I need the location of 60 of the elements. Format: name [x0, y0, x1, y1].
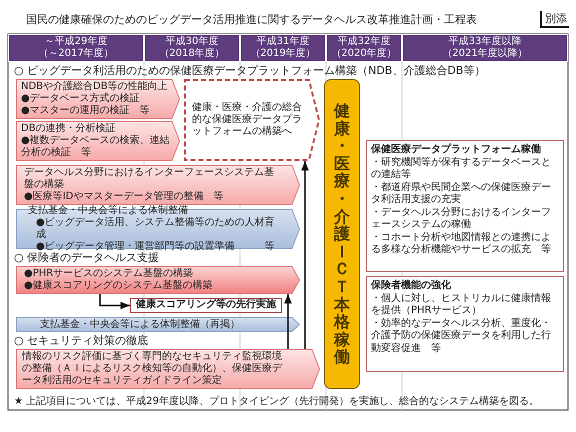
year-text: 平成30年度 — [164, 36, 220, 48]
diagram-title: 国民の健康確保のためのビッグデータ活用推進に関するデータヘルス改革推進計画・工程表 — [26, 12, 477, 27]
year-text: 平成33年度以降 — [448, 36, 522, 48]
footnote-text: ★ 上記項目については、平成29年度以降、プロトタイピング（先行開発）を実施し、総合的なシステム構築を図る。 — [14, 394, 539, 408]
year-header-cell — [402, 34, 568, 62]
heading-text: 保険者機能の強化 — [371, 280, 452, 292]
body-text: 健康・医療・介護の総合的な保健医療データプラットフォームの構築へ — [192, 102, 303, 138]
bullet-text: ・コホート分析や地図情報との連携による多様な分析機能やサービスの拡充 等 — [371, 232, 552, 256]
year-subtext: （2018年度） — [158, 48, 226, 60]
task-arrow-band — [16, 121, 180, 161]
section-heading: ○ ビッグデータ利活用のための保健医療データプラットフォーム構築（NDB、介護総合DB等） — [14, 63, 486, 78]
outcome-box — [366, 276, 564, 372]
year-subtext: （～2017年度） — [37, 48, 115, 60]
task-arrow-band — [16, 266, 300, 294]
year-subtext: （2019年度） — [249, 48, 317, 60]
bullet-text: ・個人に対し、ヒストリカルに健康情報を提供（PHRサービス） — [371, 292, 552, 318]
heading-text: データヘルス分野におけるインターフェースシステム基盤の構築 — [24, 167, 275, 190]
year-header-cell — [8, 34, 144, 62]
bullet-text: ・研究機関等が保有するデータベースとの連結等 — [371, 156, 552, 182]
organization-arrow-band — [16, 317, 300, 332]
milestone-box — [130, 298, 282, 313]
year-text: ～平成29年度 — [44, 36, 108, 48]
task-arrow-band — [16, 165, 300, 205]
task-arrow-band — [16, 349, 320, 389]
arrow — [301, 161, 309, 349]
vertical-heading: 健康・医療・介護ＩＣＴ本格稼働 — [334, 102, 350, 366]
bullet-text: ●複数データベースの検索、連結分析の検証 等 — [21, 135, 170, 159]
year-header-cell — [144, 34, 240, 62]
body-text: 健康スコアリング等の先行実施 — [134, 299, 277, 311]
bullet-text: ・データヘルス分野におけるインターフェースシステムの稼働 — [371, 206, 552, 232]
section-heading: ○ 保険者のデータヘルス支援 — [14, 250, 160, 265]
arrow — [99, 294, 130, 310]
year-subtext: （2021年度以降） — [441, 48, 529, 60]
bullet-text: ・都道府県や民間企業への保健医療データ利活用支援の充実 — [371, 182, 552, 206]
bullet-text: ●ビッグデータ管理・運営部門等の設置準備 等 — [35, 241, 276, 252]
bullet-text: ・効率的なデータヘルス分析、重度化・介護予防の保健医療データを利用した行動変容促進 等 — [371, 318, 552, 355]
operation-pillar — [324, 79, 360, 389]
heading-text: ●PHRサービスのシステム基盤の構築 — [24, 268, 194, 280]
outcome-box — [366, 140, 564, 272]
goal-dashed-hexagon — [184, 79, 320, 161]
heading-text: 保健医療データプラットフォーム稼働 — [371, 144, 542, 156]
arrow — [284, 294, 292, 349]
year-header-cell — [326, 34, 402, 62]
heading-text: NDBや介護総合DB等の性能向上 — [21, 81, 169, 92]
year-subtext: （2020年度） — [330, 48, 398, 60]
body-text: 情報のリスク評価に基づく専門的なセキュリティ監視環境の整備（ＡＩによるリスク検知等の自動化）、保健医療データ利活用のセキュリティガイドライン策定 — [22, 351, 282, 387]
bullet-text: ●ビッグデータ活用、システム整備等のための人材育成 — [35, 217, 276, 240]
body-text: 支払基金・中央会等による体制整備（再掲） — [40, 318, 241, 330]
task-arrow-band — [16, 79, 180, 119]
bullet-text: ●マスターの運用の検証 等 — [21, 105, 151, 117]
year-text: 平成31年度 — [256, 36, 310, 48]
bullet-text: ●データベース方式の検証 — [21, 93, 141, 104]
bullet-text: ●健康スコアリングのシステム基盤の構築 — [24, 280, 214, 292]
bullet-text: ●医療等IDやマスターデータ管理の整備 等 — [24, 191, 224, 203]
heading-text: 支払基金・中央会等による体制整備 — [28, 205, 189, 217]
heading-text: DBの連携・分析検証 — [21, 123, 117, 134]
year-text: 平成32年度 — [336, 36, 392, 48]
annex-label: 別添 — [540, 11, 569, 28]
section-heading: ○ セキュリティ対策の徹底 — [14, 333, 148, 348]
year-header-cell — [240, 34, 326, 62]
